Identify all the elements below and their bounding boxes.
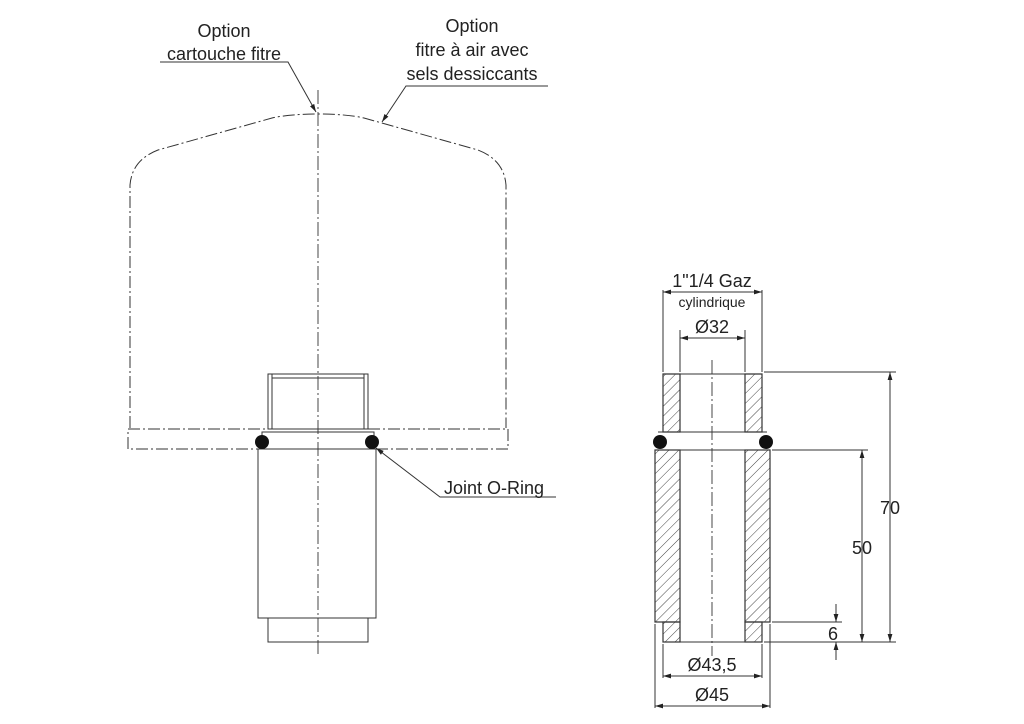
- leader-o-ring: [375, 447, 556, 498]
- section-wall-left-step: [662, 621, 681, 643]
- left-view: Option cartouche fitre Option fitre à ai…: [127, 16, 556, 656]
- dessicant-option-line2: fitre à air avec: [415, 40, 528, 60]
- dim-body-height-label: 50: [852, 538, 872, 558]
- dim-bottom-step-label: 6: [828, 624, 838, 644]
- dim-inner-diameter-label: Ø32: [695, 317, 729, 337]
- cartridge-option-line1: Option: [197, 21, 250, 41]
- nipple-body: [257, 448, 377, 619]
- leader-dessicant-option: [381, 85, 548, 123]
- dim-thread-label: 1"1/4 Gaz: [672, 271, 751, 291]
- dim-total-height-label: 70: [880, 498, 900, 518]
- section-wall-left-body: [654, 449, 681, 623]
- dim-thread-sublabel: cylindrique: [679, 294, 746, 310]
- dessicant-option-line3: sels dessiccants: [406, 64, 537, 84]
- o-ring-left: [255, 435, 269, 449]
- section-wall-right-step: [744, 621, 763, 643]
- section-wall-right-body: [744, 449, 771, 623]
- cartridge-option-line2: cartouche fitre: [167, 44, 281, 64]
- o-ring-right: [365, 435, 379, 449]
- leader-cartridge-option: [160, 61, 317, 113]
- o-ring-label: Joint O-Ring: [444, 478, 544, 498]
- dim-od-label: Ø45: [695, 685, 729, 705]
- section-wall-right-top: [744, 373, 763, 433]
- section-o-ring-left: [653, 435, 667, 449]
- section-wall-left-top: [662, 373, 681, 433]
- dessicant-option-line1: Option: [445, 16, 498, 36]
- right-view-section: 1"1/4 Gaz cylindrique Ø32 Ø43,5 Ø45 70 5…: [653, 271, 900, 709]
- section-o-ring-right: [759, 435, 773, 449]
- dim-small-od-label: Ø43,5: [687, 655, 736, 675]
